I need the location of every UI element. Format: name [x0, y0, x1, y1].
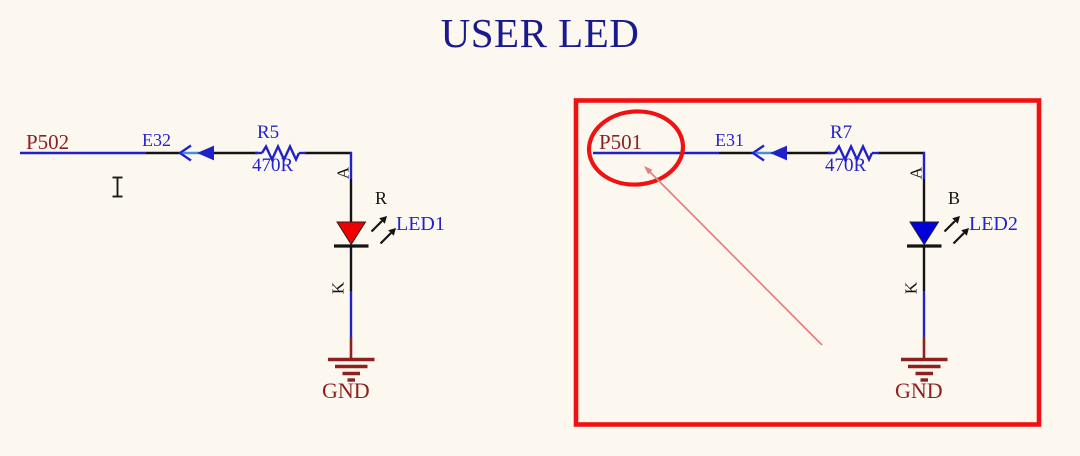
direction-arrow-icon [197, 145, 214, 161]
wire-label: E31 [715, 130, 744, 150]
emission-arrow-head [388, 228, 396, 236]
wire-label: E32 [142, 130, 171, 150]
emission-arrow-line [952, 232, 965, 245]
led-color-label: R [375, 188, 388, 208]
page-title: USER LED [440, 10, 640, 56]
resistor-symbol [255, 143, 306, 163]
net-label: P501 [599, 130, 643, 154]
led1-circuit: P502 E32 R5 470R A R LED1 K GND [0, 0, 507, 456]
resistor-zigzag [260, 143, 301, 163]
net-wire [20, 144, 353, 359]
emission-arrow-line [379, 232, 392, 245]
led-emission-arrows-icon [370, 216, 396, 245]
led-designator: LED2 [969, 213, 1018, 235]
resistor-value: 470R [825, 155, 867, 176]
net-wire [593, 144, 926, 359]
emission-arrow-line [370, 220, 383, 233]
direction-arrow-icon [770, 145, 787, 161]
led-triangle [336, 221, 367, 246]
net-label: P502 [26, 130, 70, 154]
emission-arrow-line [943, 220, 956, 233]
led2-circuit: P501 E31 R7 470R A B LED2 K GND [573, 0, 1080, 456]
led-symbol [334, 221, 369, 248]
gnd-symbol [901, 357, 948, 382]
led-designator: LED1 [396, 213, 445, 235]
emission-arrow-head [379, 216, 387, 224]
led-color-label: B [948, 188, 961, 208]
direction-chevron-icon [177, 144, 192, 162]
gnd-symbol [328, 357, 375, 382]
gnd-label: GND [322, 378, 370, 403]
cathode-pin-label: K [328, 281, 348, 295]
resistor-designator: R5 [257, 122, 280, 143]
resistor-value: 470R [252, 155, 294, 176]
cathode-pin-label: K [901, 281, 921, 295]
led-triangle [909, 221, 940, 246]
led1-circuit-graphics [20, 143, 396, 382]
anode-pin-label: A [906, 166, 926, 180]
gnd-label: GND [895, 378, 943, 403]
led-emission-arrows-icon [943, 216, 969, 245]
resistor-designator: R7 [830, 122, 853, 143]
led-symbol [907, 221, 942, 248]
anode-pin-label: A [333, 166, 353, 180]
